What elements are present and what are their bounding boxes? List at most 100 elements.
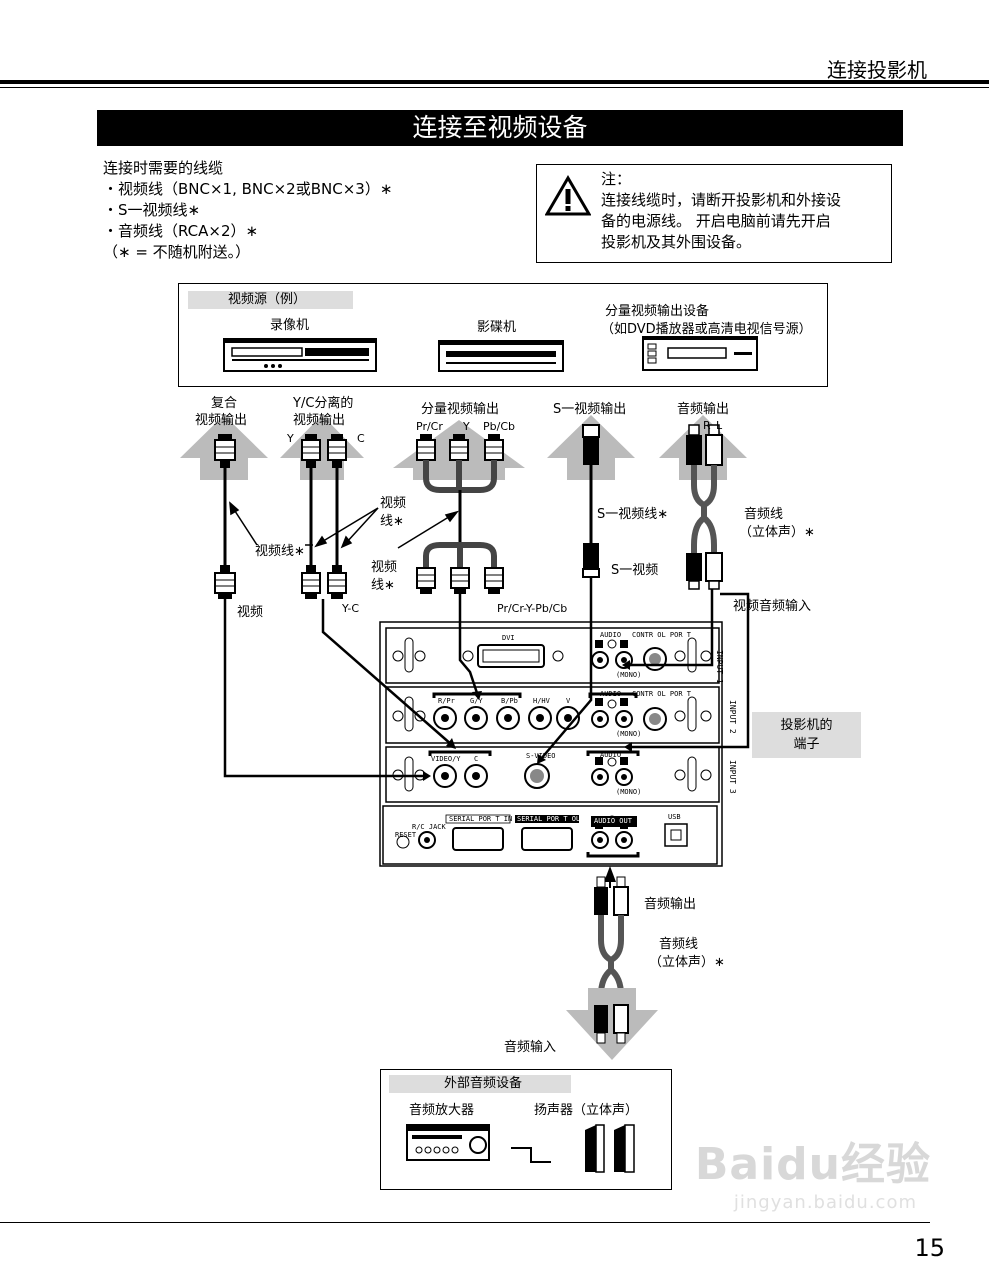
video-cable-label: 视频线∗ [255,544,305,559]
component-input-label: Pr/Cr-Y-Pb/Cb [497,602,568,615]
header-rule [0,80,989,84]
bpb-label: B/Pb [501,697,518,705]
warning-icon [545,175,591,216]
cable-icon [511,1147,551,1163]
vcr-label: 录像机 [270,318,310,333]
note-line: 备的电源线。 开启电脑前请先开启 [601,212,831,230]
component-device-title: 分量视频输出设备 [605,304,710,319]
composite-output-label-1: 复合 [211,396,238,411]
svideo-output-label: S一视频输出 [553,402,627,417]
dvd-player-icon [642,336,758,371]
reset-label: RESET [395,831,417,839]
bnc-plug-icon [214,565,236,599]
note-line: 投影机及其外围设备。 [601,233,752,251]
yc-plugs-icon [301,565,347,599]
component-y-label: Y [463,420,470,433]
caution-note: 注： 连接线缆时，请断开投影机和外接设 备的电源线。 开启电脑前请先开启 投影机… [536,164,892,263]
amplifier-icon [406,1124,490,1161]
control-port-label: CONTR OL POR T [632,690,692,698]
mono-label: (MONO) [616,671,642,679]
video-cable-label: 线∗ [380,514,404,529]
projector-terminals-label: 投影机的 端子 [752,712,861,758]
speaker-icon [585,1124,635,1173]
rca-plugs-icon [686,424,723,466]
av-input-label: 视频音频输入 [733,599,812,614]
baidu-watermark: Baidu经验 [694,1139,931,1190]
sources-label: 视频源（例） [188,291,353,309]
pr-cr-label: Pr/Cr [416,420,443,433]
bottom-audio-cable-label: （立体声）∗ [649,955,725,970]
header-rule-thin [0,87,989,88]
c-label: C [357,432,365,445]
video-input-label: 视频 [237,605,264,620]
cables-heading: 连接时需要的线缆 [103,159,224,177]
gy-label: G/Y [470,697,483,705]
cable-item: ・S一视频线∗ [103,201,201,219]
c-port-label: C [474,755,479,763]
usb-label: USB [668,813,681,821]
svideo-cable-label: S一视频线∗ [597,507,669,522]
yc-plugs-icon [301,434,347,468]
serial-in-label: SERIAL POR T IN [449,815,513,823]
rc-jack-label: R/C JACK [412,823,446,831]
input-direction-arrow [566,988,658,1060]
video-cable-label: 视频 [371,560,398,575]
v-label: V [566,697,571,705]
l-channel-label: L [716,419,723,432]
audio-label: AUDIO [600,751,622,759]
section-title: 连接至视频设备 [97,110,903,146]
bottom-audio-cable-label: 音频线 [659,937,699,952]
rca-plugs-icon [686,552,723,590]
r-channel-label: R [703,419,711,432]
routing-lines [223,577,750,778]
audio-out-label: AUDIO OUT [594,817,632,825]
audio-cable-label: 音频线 [744,507,784,522]
mono-label: (MONO) [616,788,642,796]
external-audio-box: 外部音频设备 [380,1069,672,1190]
rpr-label: R/Pr [438,697,455,705]
svideo-plug-icon [582,543,600,578]
composite-output-label-2: 视频输出 [195,413,248,428]
audio-label: AUDIO [600,631,622,639]
yc-input-label: Y-C [342,602,360,615]
footer-rule [0,1222,930,1223]
audio-output-label: 音频输出 [677,402,730,417]
dvi-label: DVI [502,634,515,642]
svideo-input-label: S一视频 [611,563,659,578]
cable-item: ・音频线（RCA×2）∗ [103,222,259,240]
svideo-plug-icon [582,424,600,465]
video-cable-label: 视频 [380,496,407,511]
rca-plugs-icon [594,1004,629,1044]
input1-label: INPUT 1 [715,650,724,684]
routing-arrowheads [423,660,632,781]
input2-label: INPUT 2 [728,700,737,734]
video-sources-box: 视频源（例） [178,283,828,387]
input3-label: INPUT 3 [728,760,737,794]
control-port-label: CONTR OL POR T [632,631,692,639]
audio-cable-label: （立体声）∗ [739,525,815,540]
speakers-label: 扬声器（立体声） [534,1103,639,1118]
video-y-label: VIDEO/Y [431,755,461,763]
up-arrow-icon [604,866,616,882]
bnc-plug-icon [214,434,236,468]
rca-plugs-icon [594,876,629,916]
required-cables: 连接时需要的线缆 ・视频线（BNC×1, BNC×2或BNC×3）∗ ・S一视频… [103,158,392,263]
running-header: 连接投影机 [827,58,927,82]
page-number: 15 [914,1234,945,1262]
pb-cb-label: Pb/Cb [483,420,515,433]
vcr-icon [223,338,377,372]
y-label: Y [287,432,294,445]
note-line: 连接线缆时，请断开投影机和外接设 [601,191,842,209]
component-output-label: 分量视频输出 [421,402,500,417]
video-cable-label: 线∗ [371,578,395,593]
svideo-port-label: S-VIDEO [526,752,556,760]
audio-label: AUDIO [600,690,622,698]
callout-arrows [229,501,459,549]
component-device-sub: （如DVD播放器或高清电视信号源） [601,322,812,337]
hhv-label: H/HV [533,697,550,705]
yc-output-label-2: 视频输出 [293,413,346,428]
amplifier-label: 音频放大器 [409,1103,475,1118]
external-audio-label: 外部音频设备 [389,1075,571,1093]
component-plugs-icon [416,567,504,594]
